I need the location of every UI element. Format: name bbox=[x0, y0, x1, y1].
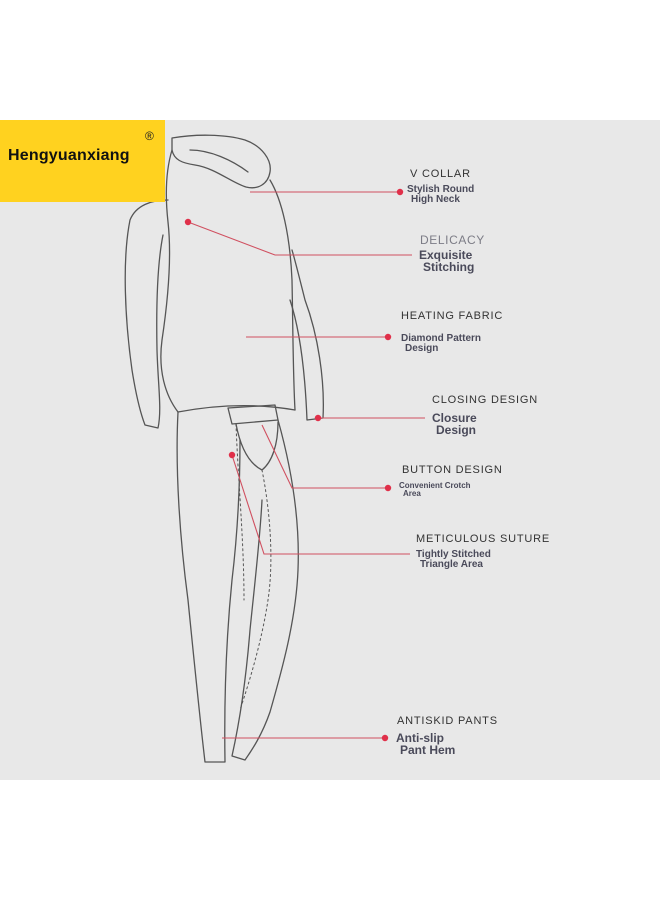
feature-desc-line1: Anti-slip bbox=[396, 731, 444, 745]
feature-desc-line1: Diamond Pattern bbox=[401, 333, 482, 344]
feature-title-v-collar: V COLLAR bbox=[410, 168, 471, 180]
callout-line-button bbox=[261, 424, 388, 489]
right-leg-outline bbox=[231, 419, 299, 761]
torso-left-outline bbox=[160, 149, 179, 413]
torso-right-outline bbox=[269, 179, 296, 411]
feature-desc-line2: Stitching bbox=[423, 260, 475, 274]
collar-outline bbox=[171, 134, 271, 189]
neck-inner-line bbox=[189, 149, 249, 173]
callout-dot-delicacy-figure bbox=[184, 218, 192, 226]
shirt-hem bbox=[177, 405, 296, 413]
front-arm-outline bbox=[289, 249, 324, 421]
feature-desc-line1: Convenient Crotch bbox=[399, 481, 471, 490]
callout-dot-collar bbox=[396, 188, 404, 196]
feature-desc-heating-fabric: Diamond Pattern Design bbox=[401, 334, 481, 354]
feature-title-heating-fabric: HEATING FABRIC bbox=[401, 310, 504, 322]
feature-desc-line2: Pant Hem bbox=[400, 743, 456, 757]
callout-line-suture bbox=[231, 454, 410, 555]
feature-title-delicacy: DELICACY bbox=[420, 233, 485, 247]
feature-desc-line1: Exquisite bbox=[419, 248, 473, 262]
feature-title-antiskid-pants: ANTISKID PANTS bbox=[397, 715, 498, 727]
feature-title-meticulous-suture: METICULOUS SUTURE bbox=[416, 533, 550, 545]
callout-line-delicacy bbox=[187, 221, 412, 256]
feature-desc-line2: Area bbox=[403, 489, 421, 498]
inner-stitch-line bbox=[235, 423, 245, 601]
feature-title-closing-design: CLOSING DESIGN bbox=[432, 394, 538, 406]
callout-dot-fabric bbox=[384, 333, 392, 341]
feature-desc-line2: Design bbox=[436, 423, 477, 437]
feature-desc-line2: Triangle Area bbox=[420, 559, 483, 570]
waistband bbox=[227, 404, 279, 425]
diagram-background bbox=[0, 120, 660, 780]
feature-desc-button-design: Convenient Crotch Area bbox=[399, 482, 471, 498]
feature-desc-v-collar: Stylish Round High Neck bbox=[407, 185, 474, 205]
feature-desc-line2: Design bbox=[405, 343, 439, 354]
callout-dot-button bbox=[384, 484, 392, 492]
feature-desc-line2: High Neck bbox=[411, 194, 460, 205]
brand-name: Hengyuanxiang bbox=[8, 147, 130, 164]
side-stitch-line bbox=[239, 469, 272, 711]
callout-dot-suture-figure bbox=[228, 451, 236, 459]
back-arm-outline bbox=[124, 199, 169, 429]
registered-mark: ® bbox=[145, 129, 154, 143]
feature-desc-delicacy: Exquisite Stitching bbox=[419, 249, 474, 273]
feature-desc-meticulous-suture: Tightly Stitched Triangle Area bbox=[416, 550, 491, 570]
left-leg-outline bbox=[176, 411, 241, 763]
callout-dot-closing bbox=[314, 414, 322, 422]
feature-desc-line1: Tightly Stitched bbox=[416, 549, 491, 560]
feature-desc-antiskid-pants: Anti-slip Pant Hem bbox=[396, 732, 455, 756]
feature-desc-line1: Closure bbox=[432, 411, 477, 425]
callout-dot-antiskid bbox=[381, 734, 389, 742]
brand-badge: Hengyuanxiang ® bbox=[0, 120, 165, 202]
feature-desc-closing-design: Closure Design bbox=[432, 412, 477, 436]
feature-title-button-design: BUTTON DESIGN bbox=[402, 464, 503, 476]
feature-desc-line1: Stylish Round bbox=[407, 184, 475, 195]
